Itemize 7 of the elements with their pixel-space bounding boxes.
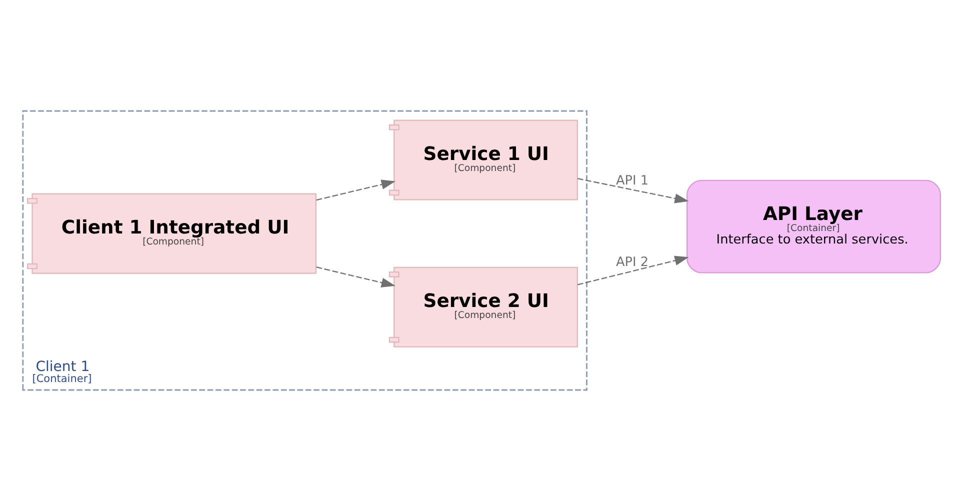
arrow [316, 179, 396, 200]
node-box: API Layer [Container] Interface to external services. [686, 179, 941, 273]
edge-label: API 2 [616, 254, 649, 270]
arrow [578, 178, 689, 203]
edge-label: API 1 [616, 172, 649, 188]
arrow [316, 266, 396, 287]
arrow [578, 255, 689, 285]
